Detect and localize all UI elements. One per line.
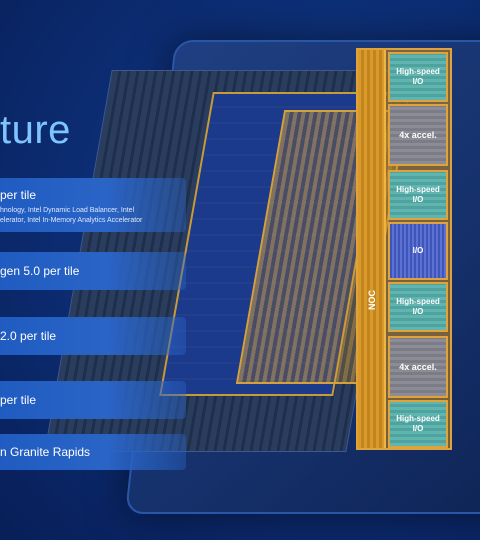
slide-title: ture <box>0 108 71 152</box>
feature-card-1-sub-2: elerator, Intel In-Memory Analytics Acce… <box>0 217 143 224</box>
io-block: I/O <box>388 222 448 280</box>
block-label-line2: I/O <box>412 307 424 316</box>
block-label-line1: I/O <box>412 246 424 255</box>
block-label-line1: 4x accel. <box>399 130 437 140</box>
block-label-line1: High-speed <box>396 185 440 194</box>
feature-card-5-main: n Granite Rapids <box>0 445 91 459</box>
feature-card-4: per tile <box>0 381 186 419</box>
feature-card-3: 2.0 per tile <box>0 317 186 355</box>
feature-card-1-sub-1: hnology, Intel Dynamic Load Balancer, In… <box>0 207 135 214</box>
block-label-line1: High-speed <box>396 297 440 306</box>
feature-card-2-main: gen 5.0 per tile <box>0 264 80 278</box>
feature-card-1: per tile hnology, Intel Dynamic Load Bal… <box>0 178 186 232</box>
block-label-line2: I/O <box>412 77 424 86</box>
feature-card-3-main: 2.0 per tile <box>0 329 57 343</box>
block-label-line2: I/O <box>412 195 424 204</box>
feature-card-4-main: per tile <box>0 393 37 407</box>
block-label-line2: I/O <box>412 424 424 433</box>
noc-label: NOC <box>367 290 377 310</box>
block-label-line1: High-speed <box>396 67 440 76</box>
feature-card-2: gen 5.0 per tile <box>0 252 186 290</box>
block-label-line1: 4x accel. <box>399 362 437 372</box>
feature-card-1-main: per tile <box>0 188 37 202</box>
block-label-line1: High-speed <box>396 414 440 423</box>
noc-bar: NOC <box>358 50 386 448</box>
accelerator-block-2: 4x accel. <box>388 336 448 398</box>
accelerator-block-1: 4x accel. <box>388 104 448 166</box>
feature-card-5: n Granite Rapids <box>0 434 186 470</box>
